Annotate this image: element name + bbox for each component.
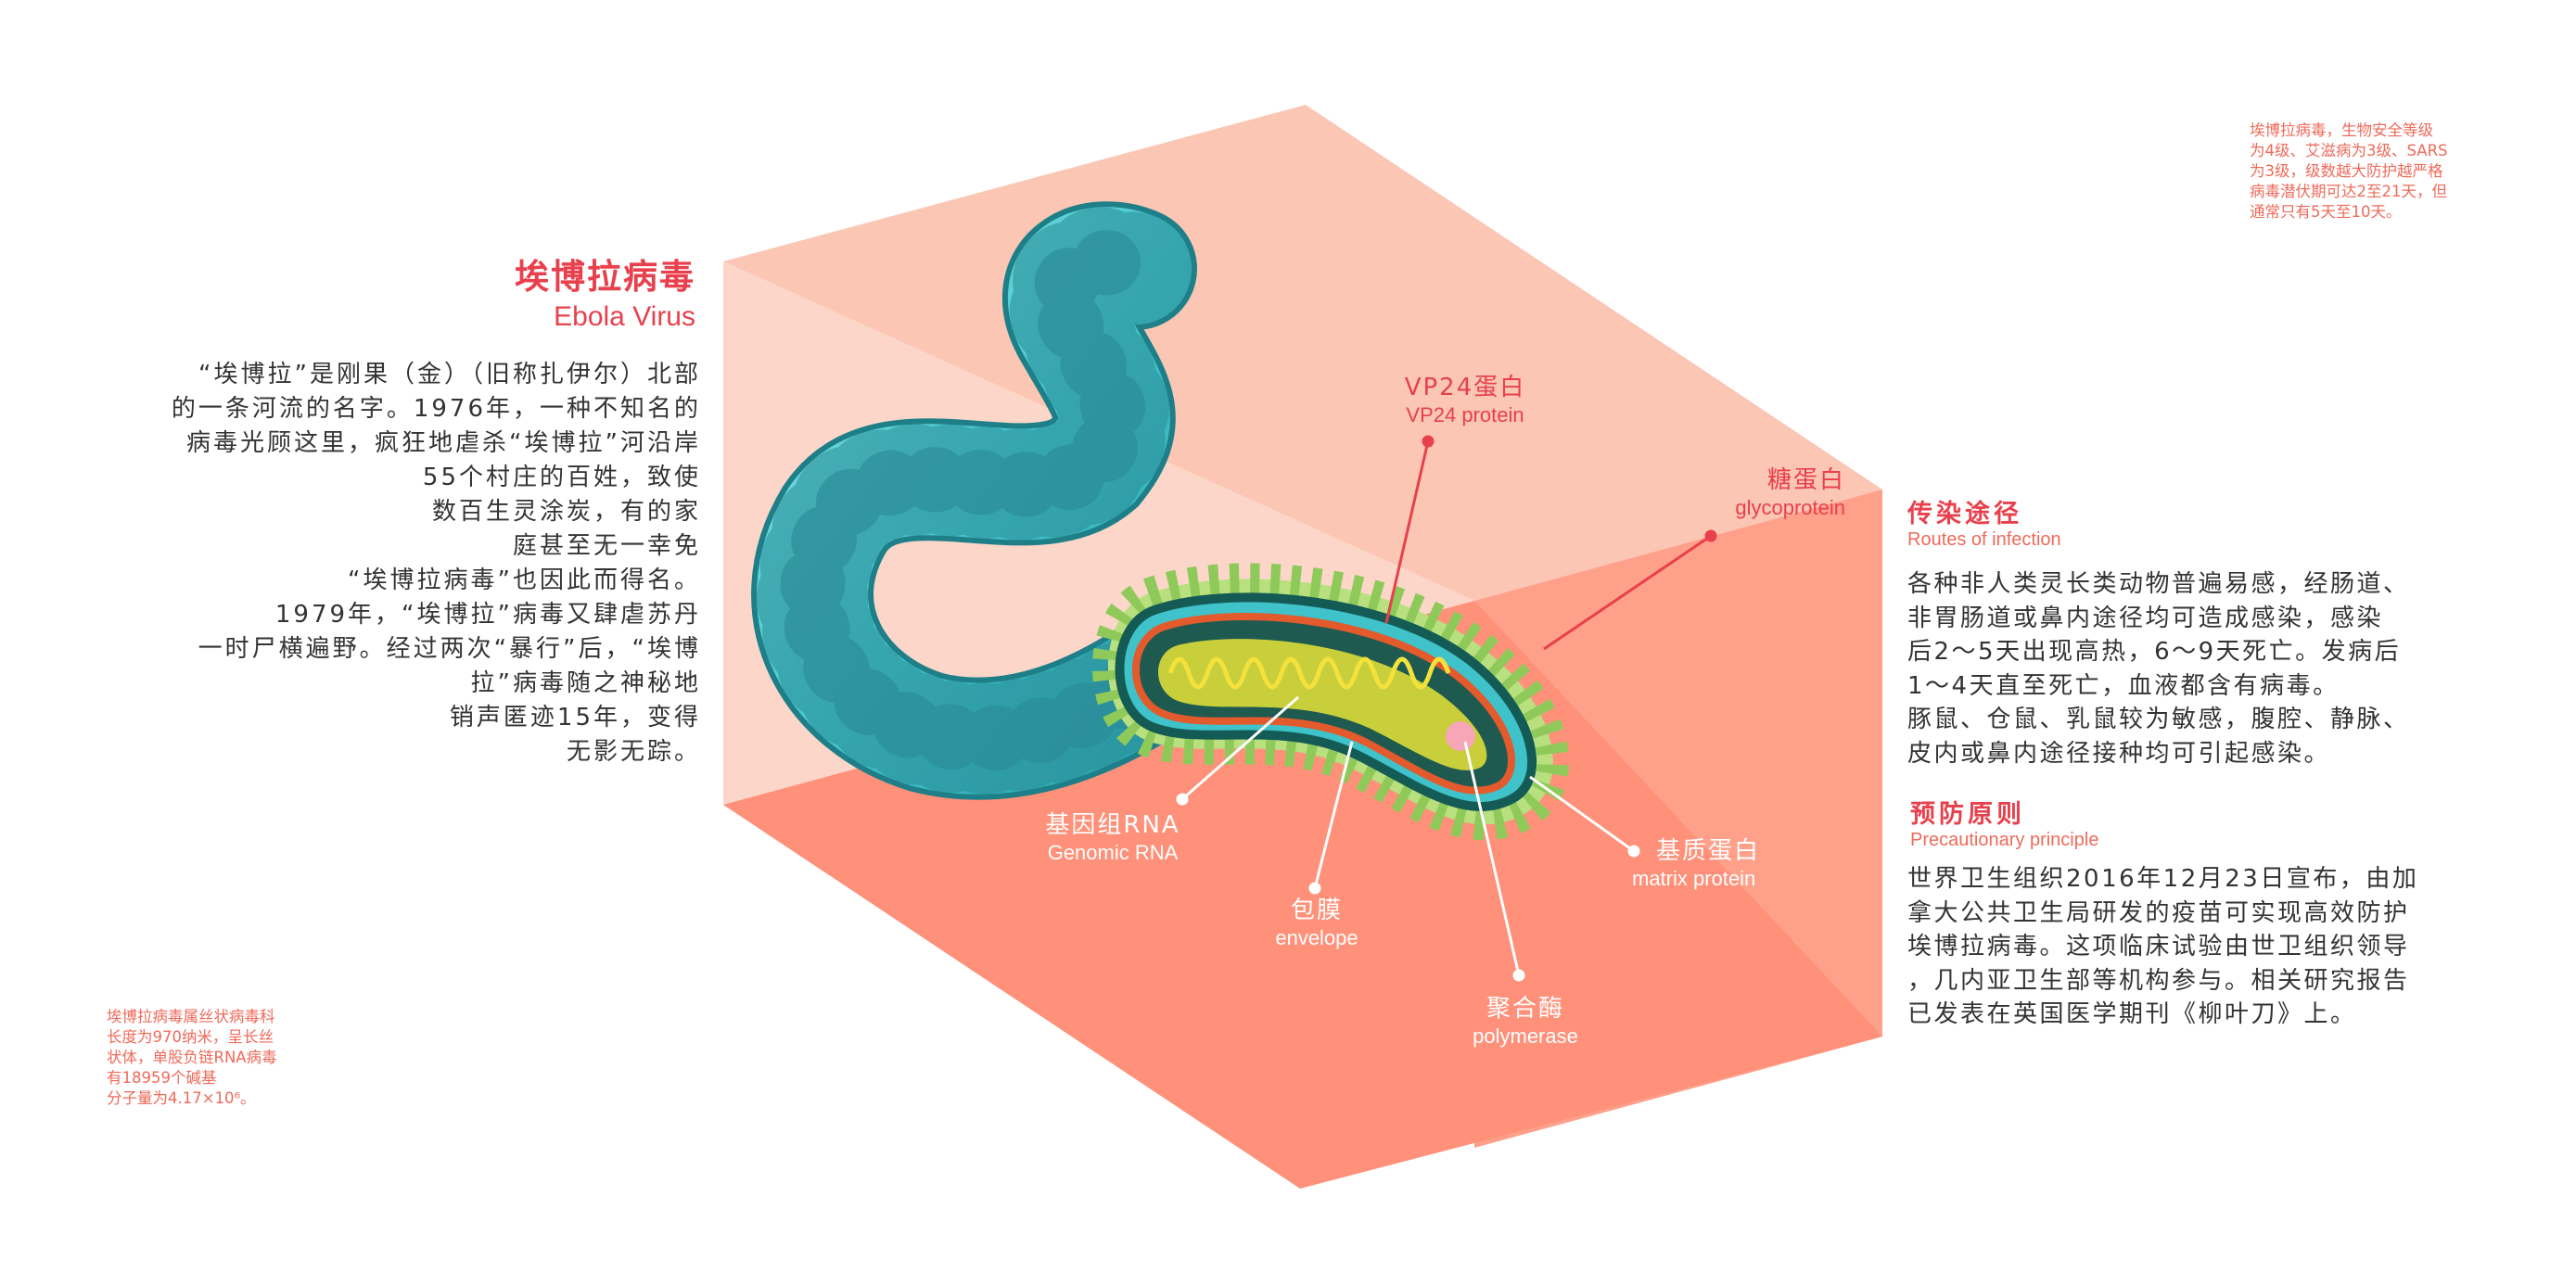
label-cn: 糖蛋白: [1766, 466, 1845, 494]
label-cn: 基因组RNA: [1045, 811, 1180, 839]
note-line: 病毒潜伏期可达2至21天，但: [2250, 183, 2447, 200]
label-cn: VP24蛋白: [1404, 374, 1526, 401]
note-line: 分子量为4.17×10⁶。: [107, 1089, 256, 1107]
routes-title: 传染途径: [1907, 500, 2022, 528]
label-en: envelope: [1275, 926, 1358, 949]
rna-coil: [1167, 656, 1451, 690]
note-top: 埃博拉病毒，生物安全等级 为4级、艾滋病为3级、SARS 为3级，级数越大防护越…: [2250, 121, 2448, 223]
label-envelope: 包膜 envelope: [1215, 896, 1419, 951]
intro-line: “埃博拉”是刚果（金）（旧称扎伊尔）北部: [198, 361, 701, 388]
label-en: VP24 protein: [1406, 403, 1524, 426]
label-cn: 聚合酶: [1486, 995, 1564, 1023]
intro-line: 无影无踪。: [566, 738, 701, 766]
note-line: 长度为970纳米，呈长丝: [107, 1028, 274, 1046]
routes-section: 传染途径 Routes of infection: [1907, 493, 2061, 551]
note-line: 通常只有5天至10天。: [2250, 203, 2402, 221]
prevention-line: 世界卫生组织2016年12月23日宣布，由加: [1907, 865, 2419, 893]
page-title: 埃博拉病毒: [515, 257, 695, 297]
prevention-line: 埃博拉病毒。这项临床试验由世卫组织领导: [1907, 933, 2410, 961]
note-bottom: 埃博拉病毒属丝状病毒科 长度为970纳米，呈长丝 状体，单股负链RNA病毒 有1…: [107, 1007, 277, 1109]
note-line: 状体，单股负链RNA病毒: [107, 1049, 277, 1066]
routes-line: 非胃肠道或鼻内途径均可造成感染，感染: [1907, 604, 2384, 632]
intro-line: 的一条河流的名字。1976年，一种不知名的: [171, 395, 701, 423]
note-line: 为4级、艾滋病为3级、SARS: [2250, 142, 2448, 159]
label-genomic-rna: 基因组RNA Genomic RNA: [1001, 810, 1224, 866]
label-cn: 基质蛋白: [1656, 837, 1761, 865]
routes-line: 各种非人类灵长类动物普遍易感，经肠道、: [1907, 570, 2410, 598]
prevention-section: 预防原则 Precautionary principle: [1910, 794, 2098, 851]
routes-line: 皮内或鼻内途径接种均可引起感染。: [1907, 739, 2331, 768]
note-line: 埃博拉病毒属丝状病毒科: [107, 1008, 275, 1025]
note-line: 埃博拉病毒，生物安全等级: [2250, 121, 2433, 139]
intro-line: 数百生灵涂炭，有的家: [431, 498, 701, 526]
intro-line: 一时尸横遍野。经过两次“暴行”后，“埃博: [198, 635, 701, 663]
label-en: glycoprotein: [1735, 496, 1845, 519]
intro-text: “埃博拉”是刚果（金）（旧称扎伊尔）北部 的一条河流的名字。1976年，一种不知…: [93, 358, 701, 770]
prevention-title: 预防原则: [1910, 800, 2025, 829]
routes-line: 豚鼠、仓鼠、乳鼠较为敏感，腹腔、静脉、: [1907, 706, 2410, 733]
intro-line: 拉”病毒随之神秘地: [470, 669, 701, 697]
intro-line: “埃博拉病毒”也因此而得名。: [348, 566, 701, 594]
intro-line: 病毒光顾这里，疯狂地虐杀“埃博拉”河沿岸: [186, 429, 701, 457]
routes-text: 各种非人类灵长类动物普遍易感，经肠道、 非胃肠道或鼻内途径均可造成感染，感染 后…: [1907, 567, 2410, 770]
note-line: 有18959个碱基: [107, 1069, 217, 1087]
prevention-line: 拿大公共卫生局研发的疫苗可实现高效防护: [1907, 898, 2410, 927]
intro-line: 销声匿迹15年，变得: [449, 704, 701, 732]
label-en: Genomic RNA: [1047, 841, 1179, 864]
note-line: 为3级，级数越大防护越严格: [2250, 162, 2443, 180]
intro-line: 55个村庄的百姓，致使: [422, 464, 701, 491]
page-subtitle: Ebola Virus: [554, 301, 695, 332]
routes-line: 1～4天直至死亡，血液都含有病毒。: [1907, 671, 2340, 700]
virus-capsule-core: [1158, 639, 1487, 770]
prevention-subtitle: Precautionary principle: [1910, 830, 2099, 850]
label-en: matrix protein: [1632, 867, 1756, 890]
label-matrix-protein: 基质蛋白 matrix protein: [1632, 836, 1901, 892]
label-vp24-protein: VP24蛋白 VP24 protein: [1335, 373, 1595, 428]
cube-top-face: [723, 105, 1882, 601]
label-cn: 包膜: [1290, 897, 1343, 924]
label-glycoprotein: 糖蛋白 glycoprotein: [1604, 465, 1845, 521]
prevention-line: 已发表在英国医学期刊《柳叶刀》上。: [1907, 1000, 2357, 1028]
label-en: polymerase: [1473, 1024, 1578, 1048]
polymerase-blob: [1446, 721, 1475, 751]
routes-subtitle: Routes of infection: [1907, 529, 2061, 550]
intro-line: 1979年，“埃博拉”病毒又肆虐苏丹: [274, 601, 701, 629]
prevention-line: ，几内亚卫生部等机构参与。相关研究报告: [1907, 966, 2410, 995]
prevention-text: 世界卫生组织2016年12月23日宣布，由加 拿大公共卫生局研发的疫苗可实现高效…: [1907, 862, 2418, 1032]
label-polymerase: 聚合酶 polymerase: [1423, 994, 1627, 1050]
intro-line: 庭甚至无一幸免: [512, 532, 701, 560]
routes-line: 后2～5天出现高热，6～9天死亡。发病后: [1907, 638, 2402, 666]
